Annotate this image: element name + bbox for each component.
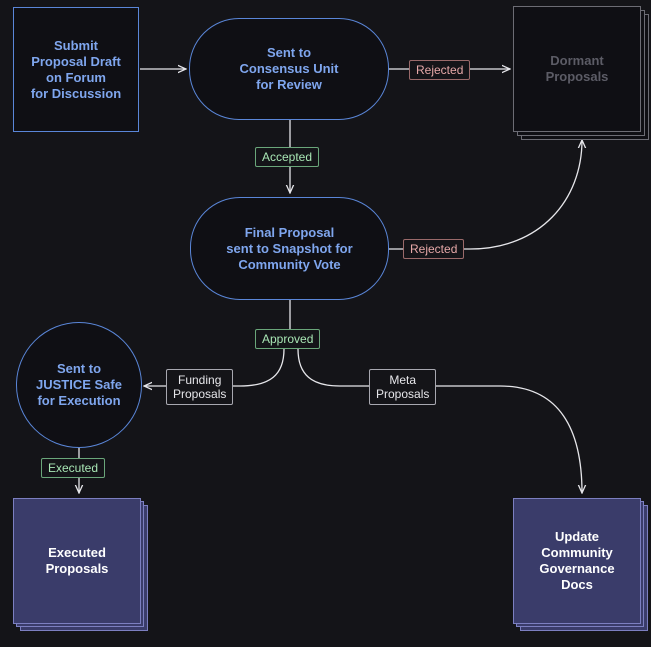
arrow-approved-to-justice <box>144 348 285 386</box>
final-proposal-label: Final Proposal sent to Snapshot for Comm… <box>226 224 353 272</box>
rejected-tag-consensus: Rejected <box>409 60 471 80</box>
stack-layer-front: Dormant Proposals <box>513 6 641 132</box>
submit-proposal-node: Submit Proposal Draft on Forum for Discu… <box>13 7 139 132</box>
accepted-tag: Accepted <box>255 147 320 167</box>
arrow-final-to-dormant <box>389 140 582 250</box>
update-docs-label: Update Community Governance Docs <box>539 529 615 592</box>
consensus-review-label: Sent to Consensus Unit for Review <box>239 45 339 92</box>
justice-safe-node: Sent to JUSTICE Safe for Execution <box>16 322 142 448</box>
update-docs-node: Update Community Governance Docs <box>513 498 648 631</box>
executed-proposals-node: Executed Proposals <box>13 498 148 631</box>
executed-proposals-label: Executed Proposals <box>45 545 109 576</box>
meta-proposals-tag: Meta Proposals <box>369 369 437 405</box>
executed-tag: Executed <box>41 458 106 478</box>
dormant-proposals-node: Dormant Proposals <box>513 6 649 140</box>
arrow-approved-to-update <box>297 348 582 493</box>
stack-layer-front: Update Community Governance Docs <box>513 498 641 624</box>
funding-proposals-tag: Funding Proposals <box>166 369 234 405</box>
approved-tag: Approved <box>255 329 321 349</box>
justice-safe-label: Sent to JUSTICE Safe for Execution <box>36 361 122 408</box>
stack-layer-front: Executed Proposals <box>13 498 141 624</box>
submit-proposal-label: Submit Proposal Draft on Forum for Discu… <box>30 37 122 101</box>
dormant-proposals-label: Dormant Proposals <box>545 53 609 84</box>
rejected-tag-final: Rejected <box>403 239 465 259</box>
final-proposal-node: Final Proposal sent to Snapshot for Comm… <box>190 197 389 300</box>
consensus-review-node: Sent to Consensus Unit for Review <box>189 18 389 120</box>
